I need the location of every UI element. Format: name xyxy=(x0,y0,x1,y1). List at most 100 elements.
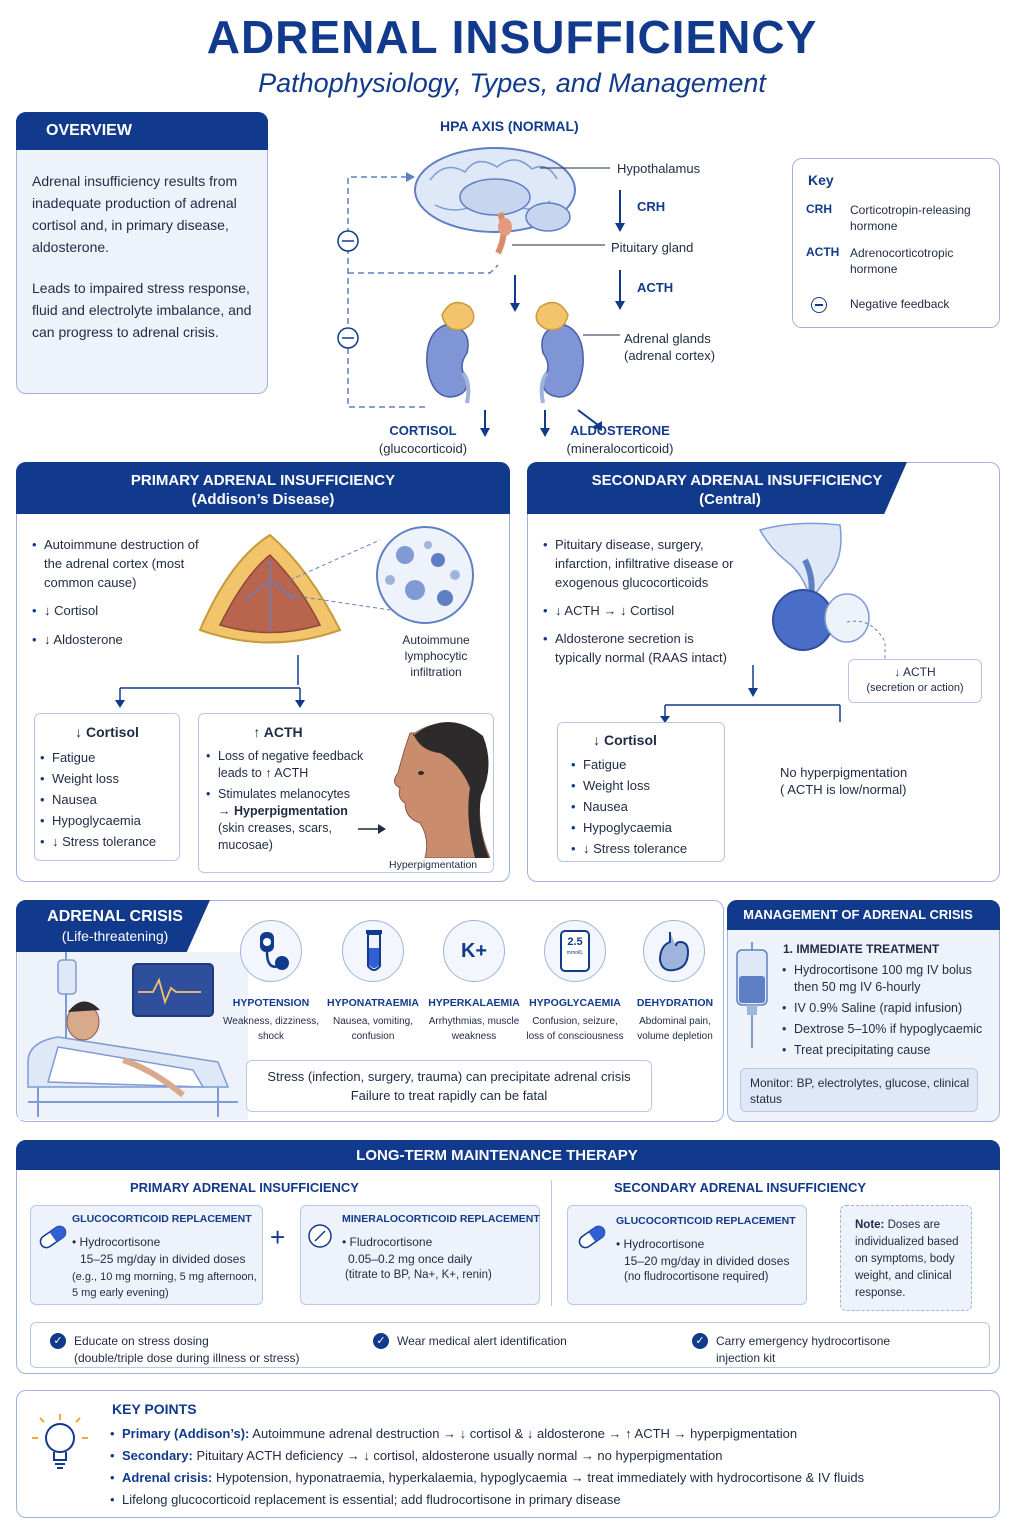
lt-gluco-box xyxy=(30,1205,263,1305)
lt-tip-1a: Educate on stress dosing xyxy=(74,1334,209,1348)
page-subtitle: Pathophysiology, Types, and Management xyxy=(258,68,766,98)
lightbulb-icon xyxy=(32,1414,88,1469)
keypoint-item: Secondary: Pituitary ACTH deficiency → ↓… xyxy=(108,1445,988,1467)
longterm-heading: LONG-TERM MAINTENANCE THERAPY xyxy=(356,1147,638,1164)
lt-tips-box xyxy=(30,1322,990,1368)
primary-cortisol-item: Fatigue xyxy=(38,747,178,768)
keypoints-list: Primary (Addison’s): Autoimmune adrenal … xyxy=(108,1423,988,1511)
crisis-subheading: (Life-threatening) xyxy=(61,928,169,944)
management-header xyxy=(727,900,1000,930)
lt-secondary-heading: SECONDARY ADRENAL INSUFFICIENCY xyxy=(614,1180,867,1195)
primary-cortisol-list: Fatigue Weight loss Nausea Hypoglycaemia… xyxy=(38,747,178,852)
keypoints-heading: KEY POINTS xyxy=(112,1401,197,1417)
symptom-desc: Weakness, dizziness, shock xyxy=(223,1016,319,1042)
blood-pressure-cuff-icon xyxy=(260,932,289,970)
primary-acth-bullet-2: Stimulates melanocytes → Hyperpigmentati… xyxy=(204,786,369,854)
primary-cortisol-item: Hypoglycaemia xyxy=(38,810,178,831)
primary-acth-bullet-1: Loss of negative feedback leads to ↑ ACT… xyxy=(204,748,369,782)
hpa-acth-label: ACTH xyxy=(637,280,674,295)
lt-tip-3: ✓Carry emergency hydrocortisone injectio… xyxy=(692,1333,890,1367)
secondary-cortisol-list: Fatigue Weight loss Nausea Hypoglycaemia… xyxy=(569,754,719,859)
overview-header xyxy=(16,112,268,150)
hpa-hypothalamus-label: Hypothalamus xyxy=(617,161,701,176)
lt-sec-l2: 15–20 mg/day in divided doses xyxy=(624,1254,790,1268)
lt-divider xyxy=(551,1180,552,1306)
secondary-cortisol-item: Hypoglycaemia xyxy=(569,817,719,838)
primary-bullets: Autoimmune destruction of the adrenal co… xyxy=(30,535,205,650)
plus-sign: + xyxy=(270,1222,286,1252)
primary-heading: PRIMARY ADRENAL INSUFFICIENCY xyxy=(130,472,396,489)
hpa-heading: HPA AXIS (NORMAL) xyxy=(440,118,579,134)
keypoint-item: Lifelong glucocorticoid replacement is e… xyxy=(108,1489,988,1511)
lt-sec-gluco-box xyxy=(567,1205,807,1305)
pituitary-illustration xyxy=(758,522,886,660)
hpa-cortisol-label: CORTISOL xyxy=(389,423,457,438)
crisis-warning-box xyxy=(246,1060,652,1112)
management-item: Dextrose 5–10% if hypoglycaemic xyxy=(780,1021,990,1038)
page-title: ADRENAL INSUFFICIENCY xyxy=(206,11,818,63)
secondary-subheading: (Central) xyxy=(699,491,761,508)
key-heading: Key xyxy=(808,172,834,188)
key-acth-abbr: ACTH xyxy=(806,245,840,259)
symptom-desc: Confusion, seizure, loss of consciousnes… xyxy=(526,1016,624,1042)
micro-label: Autoimmune lymphocytic infiltration xyxy=(402,633,470,679)
overview-text-1: Adrenal insufficiency results from inade… xyxy=(32,173,238,255)
symptom-desc: Nausea, vomiting, confusion xyxy=(332,1016,414,1042)
secondary-acth-box-sub: (secretion or action) xyxy=(866,682,964,694)
symptom-title: DEHYDRATION xyxy=(636,997,714,1009)
primary-subheading: (Addison’s Disease) xyxy=(191,491,335,508)
lt-tip-1b: (double/triple dose during illness or st… xyxy=(74,1351,300,1365)
primary-bullet-3: ↓ Aldosterone xyxy=(30,629,205,650)
keypoint-label: Secondary: xyxy=(122,1448,193,1463)
lt-gluco-title: GLUCOCORTICOID REPLACEMENT xyxy=(72,1213,252,1225)
crisis-heading: ADRENAL CRISIS xyxy=(47,908,183,925)
hpa-pituitary-label: Pituitary gland xyxy=(611,240,694,255)
primary-cortisol-item: ↓ Stress tolerance xyxy=(38,831,178,852)
primary-acth-list: Loss of negative feedback leads to ↑ ACT… xyxy=(204,748,369,854)
primary-header xyxy=(16,462,510,514)
management-item: Hydrocortisone 100 mg IV bolus then 50 m… xyxy=(780,962,990,996)
potassium-icon: K+ xyxy=(460,940,488,962)
lt-mineral-title: MINERALOCORTICOID REPLACEMENT xyxy=(342,1213,540,1225)
longterm-header xyxy=(16,1140,1000,1170)
secondary-heading: SECONDARY ADRENAL INSUFFICIENCY xyxy=(591,472,883,489)
check-icon: ✓ xyxy=(373,1333,389,1349)
lt-gluco-l1: • Hydrocortisone xyxy=(72,1235,161,1249)
test-tube-icon xyxy=(366,930,382,971)
hpa-aldosterone-sublabel: (mineralocorticoid) xyxy=(566,441,674,456)
brain-icon xyxy=(414,147,576,255)
check-icon: ✓ xyxy=(50,1333,66,1349)
right-kidney-icon xyxy=(535,301,584,404)
lt-sec-gluco-title: GLUCOCORTICOID REPLACEMENT xyxy=(616,1215,796,1227)
key-panel xyxy=(792,158,1000,328)
lt-mineral-l3: (titrate to BP, Na+, K+, renin) xyxy=(345,1269,492,1281)
secondary-branch-lines xyxy=(660,665,841,723)
hpa-cortisol-sublabel: (glucocorticoid) xyxy=(378,441,468,456)
lt-primary-heading: PRIMARY ADRENAL INSUFFICIENCY xyxy=(130,1180,359,1195)
lt-tip-2: ✓Wear medical alert identification xyxy=(373,1333,567,1350)
hpa-adrenal-label: Adrenal glands xyxy=(624,331,711,346)
secondary-acth-box-title: ↓ ACTH xyxy=(894,665,936,679)
keypoint-text: Hypotension, hyponatraemia, hyperkalaemi… xyxy=(215,1470,865,1485)
glucometer-unit: mmol/L xyxy=(566,950,584,956)
lt-tip-1: ✓ Educate on stress dosing (double/triple… xyxy=(50,1333,299,1367)
crisis-header xyxy=(16,900,210,952)
keypoint-item: Adrenal crisis: Hypotension, hyponatraem… xyxy=(108,1467,988,1489)
lt-mineral-l1: • Fludrocortisone xyxy=(342,1235,433,1249)
lt-note-label: Note: xyxy=(855,1219,885,1231)
key-neg-def: Negative feedback xyxy=(850,297,950,311)
secondary-header xyxy=(527,462,907,514)
negative-feedback-icon xyxy=(811,297,827,313)
hyper-label: Hyperpigmentation xyxy=(389,859,478,871)
face-profile-icon xyxy=(394,722,490,858)
lt-tip-3b: injection kit xyxy=(716,1351,776,1365)
keypoint-text: Lifelong glucocorticoid replacement is e… xyxy=(122,1492,621,1507)
acth-bullet-2-a: Stimulates melanocytes xyxy=(218,787,351,801)
primary-cortisol-item: Weight loss xyxy=(38,768,178,789)
iv-bag-icon xyxy=(736,942,768,1048)
secondary-bullet-1: Pituitary disease, surgery, infarction, … xyxy=(541,535,741,592)
secondary-acth-box xyxy=(848,659,982,703)
no-hyperpigmentation-1: No hyperpigmentation xyxy=(780,765,908,780)
secondary-cortisol-item: Nausea xyxy=(569,796,719,817)
secondary-cortisol-item: Weight loss xyxy=(569,775,719,796)
